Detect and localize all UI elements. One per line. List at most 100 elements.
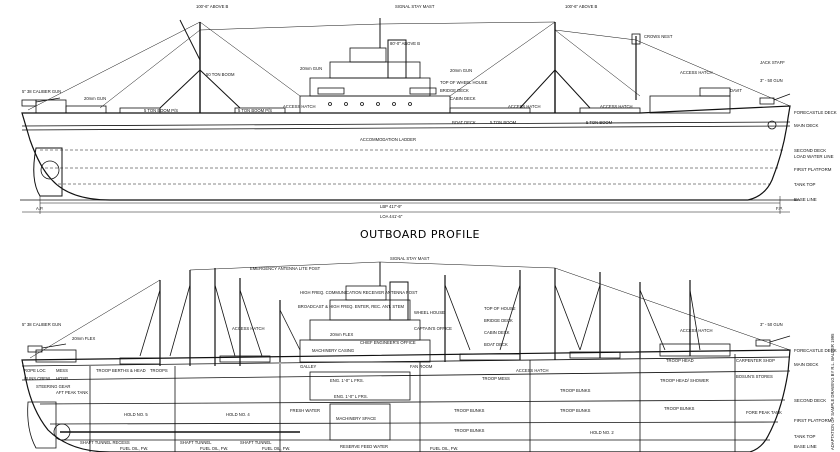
twenty-mm-label: 20mm FLEX: [330, 332, 353, 337]
vertical-credit-note: ADAPTATION OF SAMPLE DRAWING BY R.L. BAL…: [830, 333, 835, 450]
bosun-stores-label: BOSUN'S STORES: [736, 374, 773, 379]
guns-crew-label: GUNS CREW: [24, 376, 50, 381]
lower-signal-stay-label: SIGNAL STAY MAST: [390, 256, 430, 261]
outboard-callouts: 100'-6" ABOVE B SIGNAL STAY MAST 100'-6"…: [22, 4, 837, 219]
access-hatch-bow-label: ACCESS HATCH: [680, 70, 713, 75]
lower-right-base-line: BASE LINE: [794, 444, 817, 449]
inboard-profile-masts: [27, 261, 791, 366]
wheel-house-label: TOP OF WHEEL HOUSE: [440, 80, 488, 85]
machinery-space-label: MACHINERY SPACE: [336, 416, 376, 421]
top-of-house-label: TOP OF HOUSE: [484, 306, 516, 311]
hospital-label: HOSP.: [56, 376, 69, 381]
boom-5t-aft-label: 5 TON BOOM P/S: [144, 108, 178, 113]
lower-right-tank-top: TANK TOP: [794, 434, 816, 439]
right-label-tank-top: TANK TOP: [794, 182, 816, 187]
rope-loc-label: ROPE LOC: [24, 368, 46, 373]
bridge-deck-label: BRIDGE DECK: [440, 88, 469, 93]
fwd-mast-height-label: 100'-6" ABOVE B: [565, 4, 598, 9]
galley-label: GALLEY: [300, 364, 317, 369]
access-hatch-aft-label: ACCESS HATCH: [283, 104, 316, 109]
broadcast-label: BROADCAST & HIGH FREQ. ENTER, REC. ANT. …: [298, 304, 405, 309]
crows-nest-label: CROWS NEST: [644, 34, 673, 39]
davit-label: DAVIT: [730, 88, 742, 93]
drawing-title: OUTBOARD PROFILE: [360, 228, 480, 241]
hold-5-label: HOLD NO. 5: [124, 412, 148, 417]
lower-boat-deck-label: BOAT DECK: [484, 342, 508, 347]
accommodation-ladder-label: ACCOMMODATION LADDER: [360, 137, 416, 142]
fuel-4-label: FUEL OIL, FW.: [430, 446, 458, 451]
troops-label: TROOPS: [150, 368, 168, 373]
lower-right-forecastle: FORECASTLE DECK: [794, 348, 837, 353]
aft-peak-label: AFT PEAK TANK: [56, 390, 88, 395]
inboard-callouts: 5" 38 CALIBER GUN 20mm FLEX EMERGENCY AN…: [22, 256, 837, 451]
lower-access-hatch-mid: ACCESS HATCH: [516, 368, 549, 373]
right-label-first-platform: FIRST PLATFORM: [794, 167, 832, 172]
fore-peak-label: FORE PEAK TANK: [746, 410, 782, 415]
access-hatch-mid-label: ACCESS HATCH: [508, 104, 541, 109]
shaft-2-label: SHAFT TUNNEL: [240, 440, 272, 445]
carpenter-shop-label: CARPENTER SHOP: [736, 358, 775, 363]
boom-5t-mid-label: 5 TON BOOM P/S: [238, 108, 272, 113]
troop-berths-aft-label: TROOP BERTHS & HEAD: [96, 368, 146, 373]
aft-mast-height-label: 100'-6" ABOVE B: [196, 4, 229, 9]
troop-bunks-fwd-label: TROOP BUNKS: [664, 406, 695, 411]
troop-mess-label: TROOP MESS: [482, 376, 510, 381]
machinery-casing-label: MACHINERY CASING: [312, 348, 354, 353]
troop-head-label: TROOP HEAD/ SHOWER: [660, 378, 709, 383]
troop-head-2-label: TROOP HEAD: [666, 358, 694, 363]
captains-office-label: CAPTAIN'S OFFICE: [414, 326, 452, 331]
aft-gun-label: 5" 38 CALIBER GUN: [22, 89, 61, 94]
fp-marker: F.P.: [776, 206, 783, 211]
fresh-water-label: FRESH WATER: [290, 408, 320, 413]
loa-dimension: LOA 441'-6": [380, 214, 403, 219]
troop-bunks-4-label: TROOP BUNKS: [560, 408, 591, 413]
boat-deck-label: BOAT DECK: [452, 120, 476, 125]
troop-bunks-2-label: TROOP BUNKS: [454, 428, 485, 433]
hold-2-label: HOLD NO. 2: [590, 430, 614, 435]
troop-bunks-1-label: TROOP BUNKS: [454, 408, 485, 413]
chief-engineer-label: CHIEF ENGINEER'S OFFICE: [360, 340, 416, 345]
ap-marker: A.P.: [36, 206, 43, 211]
lower-access-hatch-aft: ACCESS HATCH: [232, 326, 265, 331]
troop-bunks-3-label: TROOP BUNKS: [560, 388, 591, 393]
fwd-gun-label: 3" - 50 GUN: [760, 78, 783, 83]
shaft-1-label: SHAFT TUNNEL: [180, 440, 212, 445]
boom-50t-label: 50 TON BOOM: [206, 72, 235, 77]
fuel-1-label: FUEL OIL, FW.: [120, 446, 148, 451]
lower-bridge-deck-label: BRIDGE DECK: [484, 318, 513, 323]
hold-4-label: HOLD NO. 4: [226, 412, 250, 417]
access-hatch-fwd-label: ACCESS HATCH: [600, 104, 633, 109]
shaft-tunnel-label: SHAFT TUNNEL RECESS: [80, 440, 130, 445]
mess-label: MESS: [56, 368, 68, 373]
inboard-profile-hull: [21, 281, 791, 452]
right-label-second-deck: SECOND DECK: [794, 148, 826, 153]
lower-right-first-platform: FIRST PLATFORM: [794, 418, 832, 423]
steering-label: STEERING GEAR: [36, 384, 70, 389]
boom-5t-fwd2-label: 5 TON BOOM: [586, 120, 613, 125]
right-label-base-line: BASE LINE: [794, 197, 817, 202]
lower-access-hatch-fwd: ACCESS HATCH: [680, 328, 713, 333]
radio-antenna-label: HIGH FREQ. COMMUNICATION RECEIVER ANTENN…: [300, 290, 418, 295]
lower-aft-gun-label: 5" 38 CALIBER GUN: [22, 322, 61, 327]
jack-staff-label: JACK STAFF: [760, 60, 785, 65]
outboard-profile-masts: [21, 18, 791, 113]
right-label-forecastle: FORECASTLE DECK: [794, 110, 837, 115]
boom-5t-fwd1-label: 5 TON BOOM: [490, 120, 517, 125]
lower-20mm-label: 20mm FLEX: [72, 336, 95, 341]
lower-cabin-deck-label: CABIN DECK: [484, 330, 510, 335]
right-label-load-water-line: LOAD WATER LINE: [794, 154, 834, 159]
reserve-feed-label: RESERVE FEED WATER: [340, 444, 388, 449]
mast-height-mid-label: 80'-0" ABOVE B: [390, 41, 420, 46]
lower-right-second-deck: SECOND DECK: [794, 398, 826, 403]
eng-room-2-label: ENG. 1'-0" L FRS.: [334, 394, 368, 399]
lower-wheel-house-label: WHEEL HOUSE: [414, 310, 445, 315]
lower-right-main-deck: MAIN DECK: [794, 362, 818, 367]
gun-20mm-bridge-label: 20mm GUN: [300, 66, 322, 71]
right-label-main-deck: MAIN DECK: [794, 123, 818, 128]
signal-stay-mast-label: SIGNAL STAY MAST: [395, 4, 435, 9]
emergency-antenna-label: EMERGENCY ANTENNA LITE POST: [250, 266, 321, 271]
cabin-deck-label: CABIN DECK: [450, 96, 476, 101]
lower-fwd-gun-label: 3" - 50 GUN: [760, 322, 783, 327]
fuel-3-label: FUEL OIL, FW.: [262, 446, 290, 451]
